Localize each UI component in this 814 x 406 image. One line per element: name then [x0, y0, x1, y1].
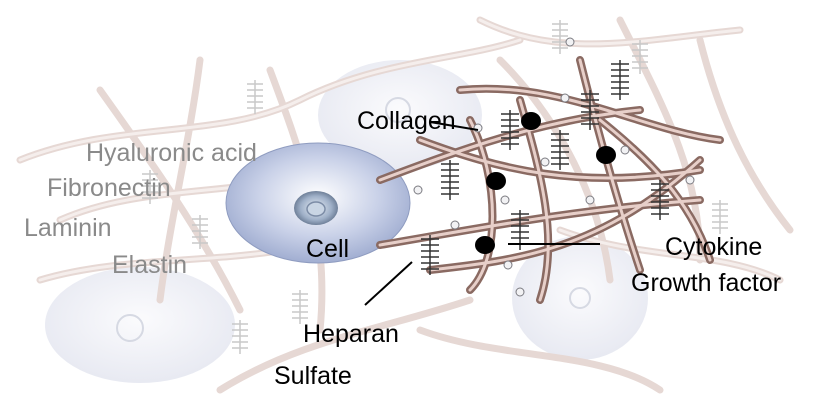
cytokine-label: Cytokine	[665, 235, 762, 260]
hyaluronic-acid-label: Hyaluronic acid	[86, 141, 257, 166]
cytokine-dot	[596, 146, 616, 164]
faded-cell-bottom-left	[45, 267, 235, 383]
laminin-label: Laminin	[24, 216, 112, 241]
cytokine-dot	[521, 112, 541, 130]
cell-label: Cell	[306, 237, 349, 262]
heparan-label: Heparan	[303, 322, 399, 347]
heparan-leader-line	[365, 262, 412, 305]
elastin-label: Elastin	[112, 253, 187, 278]
sulfate-label: Sulfate	[274, 364, 352, 389]
cytokine-dot	[475, 236, 495, 254]
collagen-label: Collagen	[357, 109, 456, 134]
fibronectin-label: Fibronectin	[47, 176, 171, 201]
cytokine-dot	[486, 172, 506, 190]
growth-factor-label: Growth factor	[631, 271, 781, 296]
